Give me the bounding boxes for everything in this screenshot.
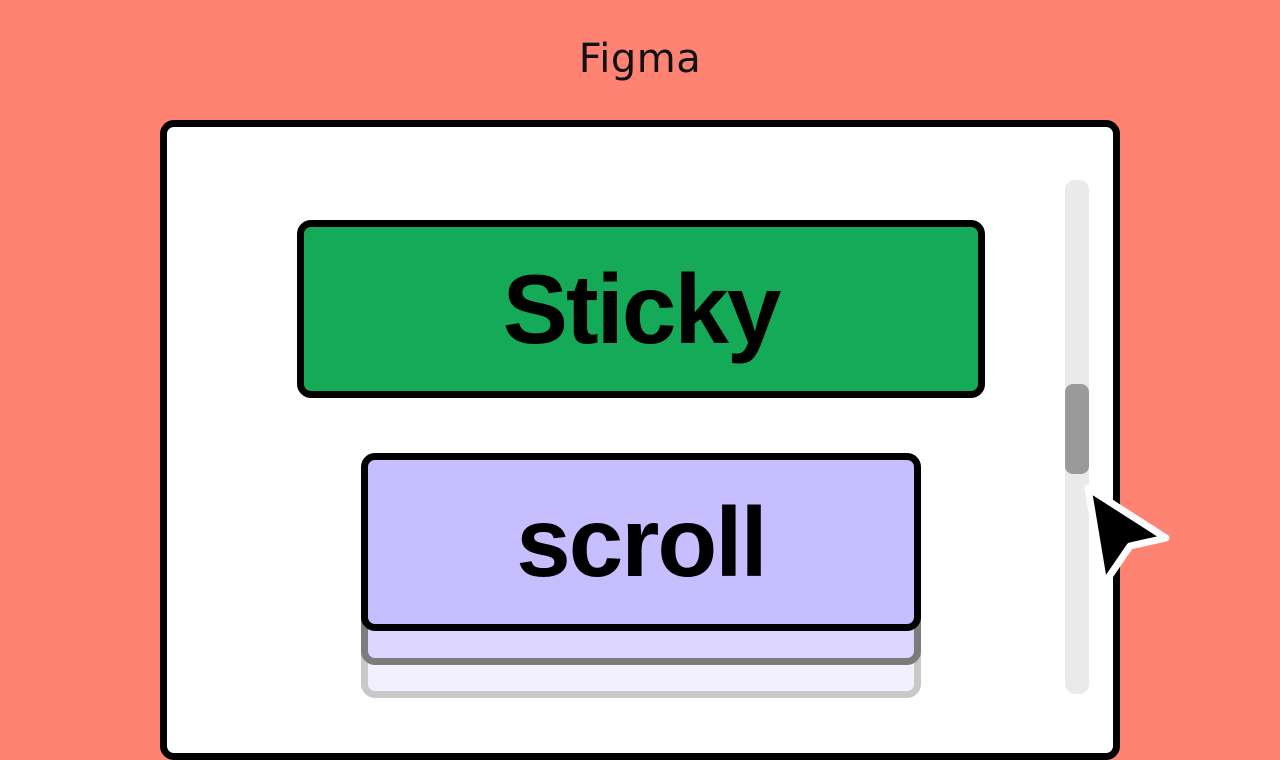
- scroll-label: scroll: [516, 486, 767, 597]
- sticky-box: Sticky: [297, 220, 985, 398]
- sticky-label: Sticky: [502, 253, 782, 364]
- prototype-frame: Sticky scroll: [160, 120, 1120, 760]
- scroll-box: scroll: [361, 453, 921, 631]
- arrow-cursor-icon: [1084, 484, 1170, 588]
- scrollbar-track[interactable]: [1065, 180, 1089, 694]
- app-title: Figma: [578, 36, 702, 82]
- scrollbar-thumb[interactable]: [1065, 384, 1089, 474]
